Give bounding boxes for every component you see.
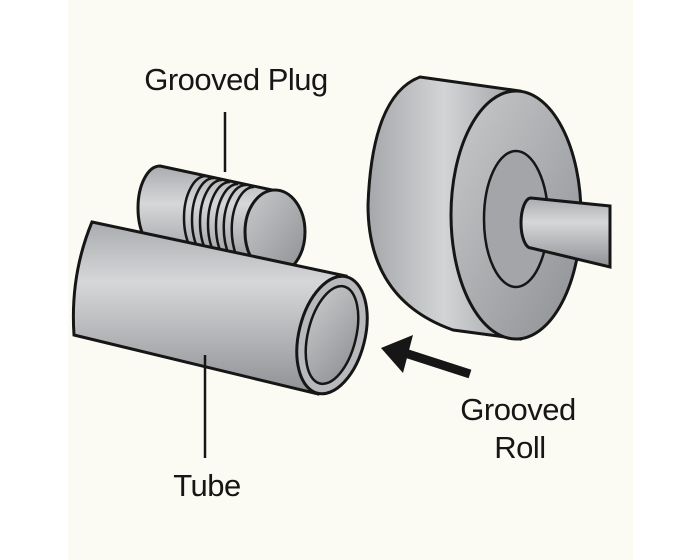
roll-shaft <box>519 196 612 269</box>
arrow-icon <box>381 335 472 379</box>
label-tube: Tube <box>173 468 241 503</box>
label-grooved-roll-line1: Grooved <box>460 392 575 427</box>
grooved-roll <box>366 75 612 341</box>
label-grooved-plug: Grooved Plug <box>144 62 328 97</box>
tube <box>71 220 369 396</box>
label-grooved-roll-line2: Roll <box>494 430 545 465</box>
